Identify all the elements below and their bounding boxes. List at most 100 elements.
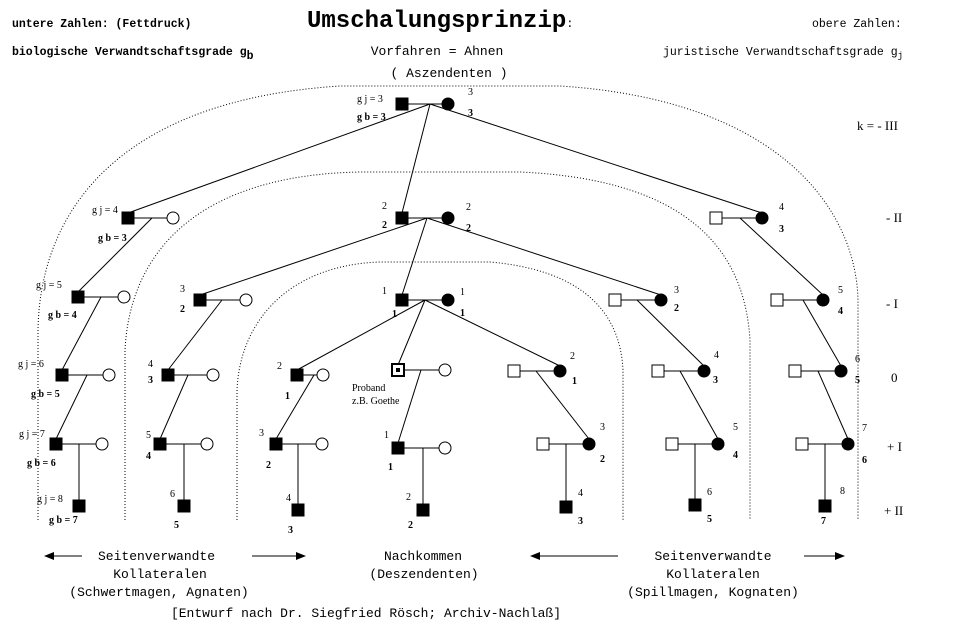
- collaterals-left-note: (Schwertmagen, Agnaten): [69, 585, 248, 600]
- person-M0m: 43: [148, 359, 175, 386]
- collaterals-right-subtitle: Kollateralen: [666, 567, 760, 582]
- biological-degree: 6: [862, 455, 867, 466]
- descent-line: [426, 217, 662, 296]
- generation-label-plus-1: + I: [887, 439, 902, 454]
- juristic-degree: 4: [779, 202, 784, 213]
- descent-line: [199, 217, 428, 296]
- person-Sp1m: 32: [259, 428, 283, 471]
- person-Mp1f: [200, 437, 214, 451]
- person-Mp1m: 54: [146, 430, 167, 462]
- female-empty-circle-icon: [438, 363, 452, 377]
- male-filled-square-icon: [55, 368, 69, 382]
- descent-line: [535, 370, 590, 440]
- person-Bp1f: 32: [582, 422, 605, 465]
- biological-degree: 5: [855, 375, 860, 386]
- descent-line: [739, 217, 824, 296]
- biological-degree: g b = 6: [27, 458, 56, 469]
- person-Lp1f: [95, 437, 109, 451]
- person-R1m: [770, 293, 784, 307]
- biological-degree: 1: [285, 391, 290, 402]
- person-A2m: 22: [382, 201, 409, 231]
- person-A3f: 33: [441, 87, 473, 119]
- person-L0m: g j = 6g b = 5: [18, 359, 69, 400]
- person-Lp2: g j = 8g b = 7: [37, 494, 86, 526]
- ancestors-label: Vorfahren = Ahnen: [371, 44, 504, 59]
- descendants-title: Nachkommen: [384, 549, 462, 564]
- male-filled-square-icon: [49, 437, 63, 451]
- descent-line: [424, 299, 561, 367]
- juristic-degree: 4: [578, 488, 583, 499]
- generation-label-minus-2: - II: [886, 210, 902, 225]
- female-empty-circle-icon: [166, 211, 180, 225]
- person-Np1f: 54: [711, 422, 738, 461]
- male-filled-square-icon: [416, 503, 430, 517]
- male-empty-square-icon: [507, 364, 521, 378]
- person-Pp1m: 11: [384, 430, 405, 473]
- male-filled-square-icon: [72, 499, 86, 513]
- person-Mp2: 65: [170, 489, 191, 531]
- descent-line: [401, 103, 431, 214]
- person-N0m: [651, 364, 665, 378]
- male-empty-square-icon: [709, 211, 723, 225]
- female-filled-circle-icon: [441, 293, 455, 307]
- biological-degree: 1: [460, 308, 465, 319]
- descent-line: [55, 374, 88, 440]
- person-S0f: [316, 368, 330, 382]
- biological-degree: 1: [572, 376, 577, 387]
- arrow-left-icon-2: [530, 552, 540, 560]
- descent-line: [429, 103, 763, 214]
- person-R0m: [788, 364, 802, 378]
- arrow-left-icon: [44, 552, 54, 560]
- person-Bp1m: [536, 437, 550, 451]
- generation-label-0: 0: [891, 370, 898, 385]
- biological-degree: 3: [713, 375, 718, 386]
- descent-line: [397, 369, 422, 444]
- male-empty-square-icon: [651, 364, 665, 378]
- person-Np2: 65: [688, 487, 712, 525]
- person-Bp2: 43: [559, 488, 583, 527]
- arc-inner: [236, 261, 624, 520]
- female-filled-circle-icon: [755, 211, 769, 225]
- juristic-degree: 2: [277, 361, 282, 372]
- male-filled-square-icon: [818, 499, 832, 513]
- biological-degree: g b = 3: [98, 233, 127, 244]
- juristic-degree: 3: [180, 284, 185, 295]
- biological-degree: 3: [288, 525, 293, 536]
- male-filled-square-icon: [391, 441, 405, 455]
- biological-degree: 2: [466, 223, 471, 234]
- person-Sp1f: [315, 437, 329, 451]
- male-filled-square-icon: [395, 211, 409, 225]
- proband-label: Proband: [352, 383, 385, 394]
- juristic-degree: g j = 8: [37, 494, 63, 505]
- juristic-degree: 6: [707, 487, 712, 498]
- juristic-degree: g j = 4: [92, 205, 118, 216]
- person-R1f: 54: [816, 285, 843, 317]
- biological-degree: 2: [408, 520, 413, 531]
- male-filled-square-icon: [269, 437, 283, 451]
- female-empty-circle-icon: [102, 368, 116, 382]
- male-filled-square-icon: [161, 368, 175, 382]
- descent-line: [679, 370, 719, 440]
- juristic-degree: 1: [382, 286, 387, 297]
- biological-degree: 2: [382, 220, 387, 231]
- juristic-degree: 4: [286, 493, 291, 504]
- descent-line: [127, 103, 431, 214]
- male-empty-square-icon: [665, 437, 679, 451]
- juristic-degree: 3: [674, 285, 679, 296]
- person-Np1m: [665, 437, 679, 451]
- female-empty-circle-icon: [95, 437, 109, 451]
- arrow-right-icon: [296, 552, 306, 560]
- credit-note: [Entwurf nach Dr. Siegfried Rösch; Archi…: [171, 606, 561, 621]
- female-filled-circle-icon: [441, 97, 455, 111]
- person-B0f: 21: [553, 351, 577, 387]
- juristic-degree: 2: [382, 201, 387, 212]
- biological-degree: g b = 5: [31, 389, 60, 400]
- male-filled-square-icon: [688, 498, 702, 512]
- legend-lower-numbers: untere Zahlen: (Fettdruck): [12, 18, 191, 31]
- biological-degree: 3: [779, 224, 784, 235]
- person-S0m: 21: [277, 361, 304, 402]
- juristic-degree: 1: [460, 287, 465, 298]
- male-filled-square-icon: [291, 503, 305, 517]
